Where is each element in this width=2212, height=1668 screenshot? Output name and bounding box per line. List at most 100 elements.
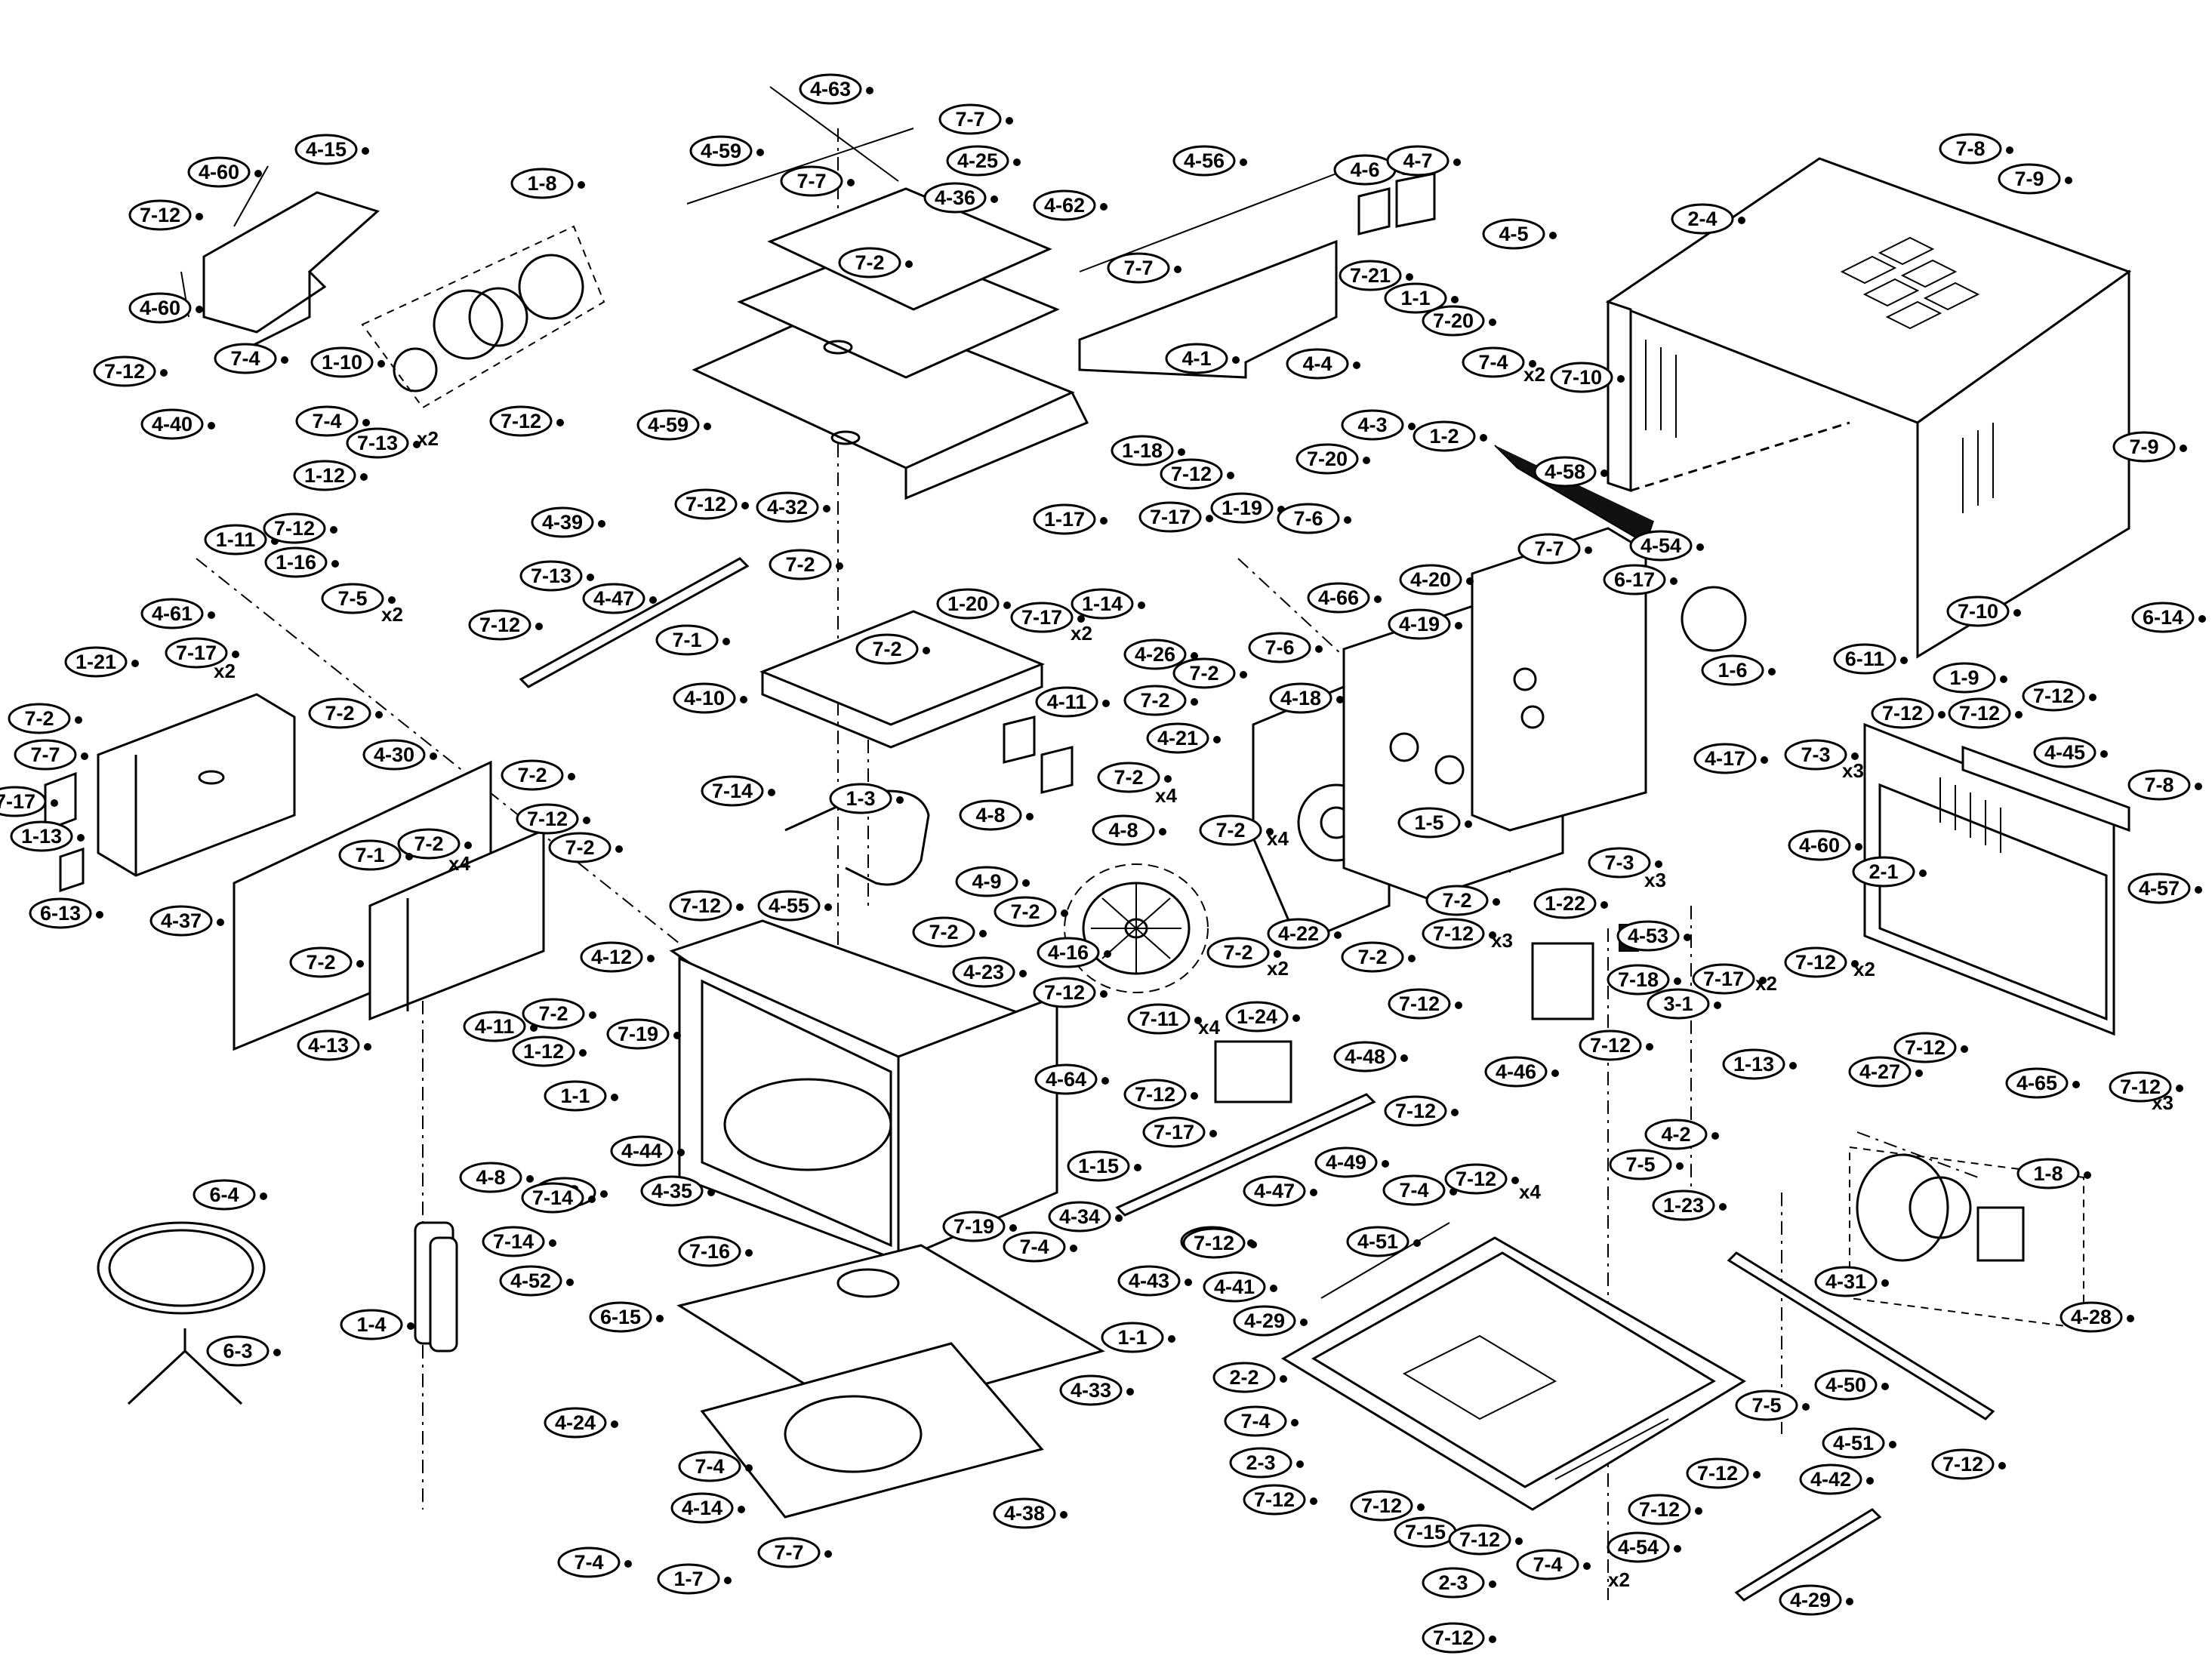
leader-dot: [745, 1464, 753, 1472]
leader-dot: [1466, 577, 1474, 585]
part-callout: 1-12: [512, 1036, 575, 1067]
leader-dot: [1489, 931, 1496, 939]
leader-dot: [1240, 158, 1247, 166]
part-number: 4-8: [476, 1166, 505, 1189]
leader-dot: [1100, 203, 1108, 211]
part-callout: 7-12: [1243, 1484, 1306, 1516]
part-number: 7-20: [1307, 448, 1348, 470]
part-number: 7-12: [274, 517, 315, 540]
blower-duct: [180, 165, 380, 349]
part-number: 1-19: [1222, 497, 1262, 519]
part-callout: 7-2: [994, 896, 1057, 928]
part-callout: 4-40: [140, 408, 204, 440]
part-number: 4-8: [975, 804, 1005, 826]
part-number: 7-4: [1478, 351, 1508, 374]
leader-dot: [1206, 515, 1213, 522]
part-callout: 4-28: [2060, 1301, 2123, 1333]
part-number: 1-8: [2033, 1162, 2063, 1185]
leader-dot: [96, 911, 103, 919]
part-number: 7-12: [1135, 1083, 1175, 1106]
part-callout: 7-12: [1033, 977, 1096, 1008]
top-plate-assembly: [686, 86, 1089, 500]
part-callout: 4-52: [499, 1265, 562, 1297]
part-callout: 1-5: [1397, 807, 1461, 839]
part-number: 7-4: [1399, 1179, 1428, 1202]
part-number: 7-8: [1955, 137, 1985, 160]
part-callout: 1-8: [510, 168, 574, 199]
part-callout: 7-7: [938, 103, 1002, 135]
part-number: 4-60: [140, 297, 180, 319]
part-callout: 2-4: [1671, 203, 1734, 235]
part-number: 7-12: [685, 493, 726, 515]
part-callout: 7-12: [1931, 1448, 1995, 1480]
part-number: 7-2: [306, 951, 335, 974]
leader-dot: [254, 170, 262, 177]
quantity-note: x2: [381, 603, 403, 626]
leader-dot: [740, 696, 747, 703]
quantity-note: x2: [1608, 1568, 1630, 1591]
part-number: 4-26: [1135, 643, 1175, 666]
leader-dot: [1684, 934, 1691, 941]
part-number: 4-6: [1350, 158, 1379, 181]
part-callout: 4-3: [1341, 409, 1404, 441]
part-number: 1-7: [673, 1568, 703, 1590]
leader-dot: [1191, 1092, 1198, 1100]
part-callout: 4-26: [1123, 639, 1187, 670]
leader-dot: [362, 419, 370, 426]
leader-dot: [160, 369, 168, 377]
part-callout: 4-12: [580, 941, 643, 973]
part-number: 7-7: [30, 743, 60, 766]
leader-dot: [1191, 698, 1198, 706]
part-callout: 2-3: [1422, 1567, 1485, 1599]
part-callout: 4-14: [670, 1492, 734, 1524]
leader-dot: [598, 520, 605, 528]
part-callout: 4-42: [1799, 1463, 1862, 1495]
part-number: 7-19: [618, 1023, 658, 1045]
leader-dot: [1013, 158, 1021, 166]
part-number: 4-16: [1048, 941, 1089, 964]
leader-dot: [1753, 1471, 1761, 1479]
leader-dot: [738, 1506, 745, 1513]
part-number: 6-15: [600, 1306, 641, 1328]
part-number: 4-47: [1254, 1180, 1295, 1202]
part-callout: 7-12: [1388, 988, 1451, 1020]
leader-dot: [377, 360, 385, 368]
part-callout: 7-12: [1422, 1622, 1485, 1654]
part-callout: 7-9: [2112, 431, 2176, 463]
leader-dot: [600, 1190, 608, 1198]
part-callout: 4-16: [1037, 937, 1100, 968]
part-number: 4-52: [510, 1269, 551, 1292]
leader-dot: [1344, 516, 1351, 524]
part-callout: 7-12: [1579, 1029, 1642, 1061]
part-callout: 7-12: [1871, 697, 1934, 729]
part-number: 2-3: [1246, 1451, 1275, 1474]
part-number: 7-11: [1139, 1008, 1179, 1030]
leader-dot: [1938, 711, 1946, 719]
part-callout: 4-46: [1484, 1056, 1548, 1088]
part-callout: 7-12: [93, 355, 156, 387]
leader-dot: [1006, 117, 1013, 125]
part-number: 7-4: [574, 1551, 603, 1574]
part-callout: 7-13: [346, 427, 409, 459]
leader-dot: [362, 147, 369, 155]
part-callout: 1-1: [544, 1080, 607, 1112]
part-callout: 4-11: [463, 1011, 526, 1042]
part-number: 7-12: [1639, 1498, 1680, 1521]
part-callout: 1-23: [1652, 1189, 1715, 1221]
part-callout: 4-25: [946, 145, 1009, 177]
part-number: 4-47: [593, 587, 634, 610]
part-number: 4-19: [1399, 613, 1440, 636]
leader-dot: [1310, 1497, 1317, 1505]
leader-dot: [990, 195, 998, 203]
part-callout: 7-12: [669, 890, 732, 922]
leader-dot: [1881, 1279, 1889, 1287]
part-number: 3-1: [1663, 992, 1693, 1015]
part-callout: 6-15: [589, 1301, 652, 1333]
leader-dot: [2180, 445, 2187, 452]
leader-dot: [1480, 434, 1487, 442]
part-number: 4-5: [1499, 223, 1528, 245]
leader-dot: [1600, 901, 1608, 909]
part-number: 1-22: [1545, 892, 1585, 915]
